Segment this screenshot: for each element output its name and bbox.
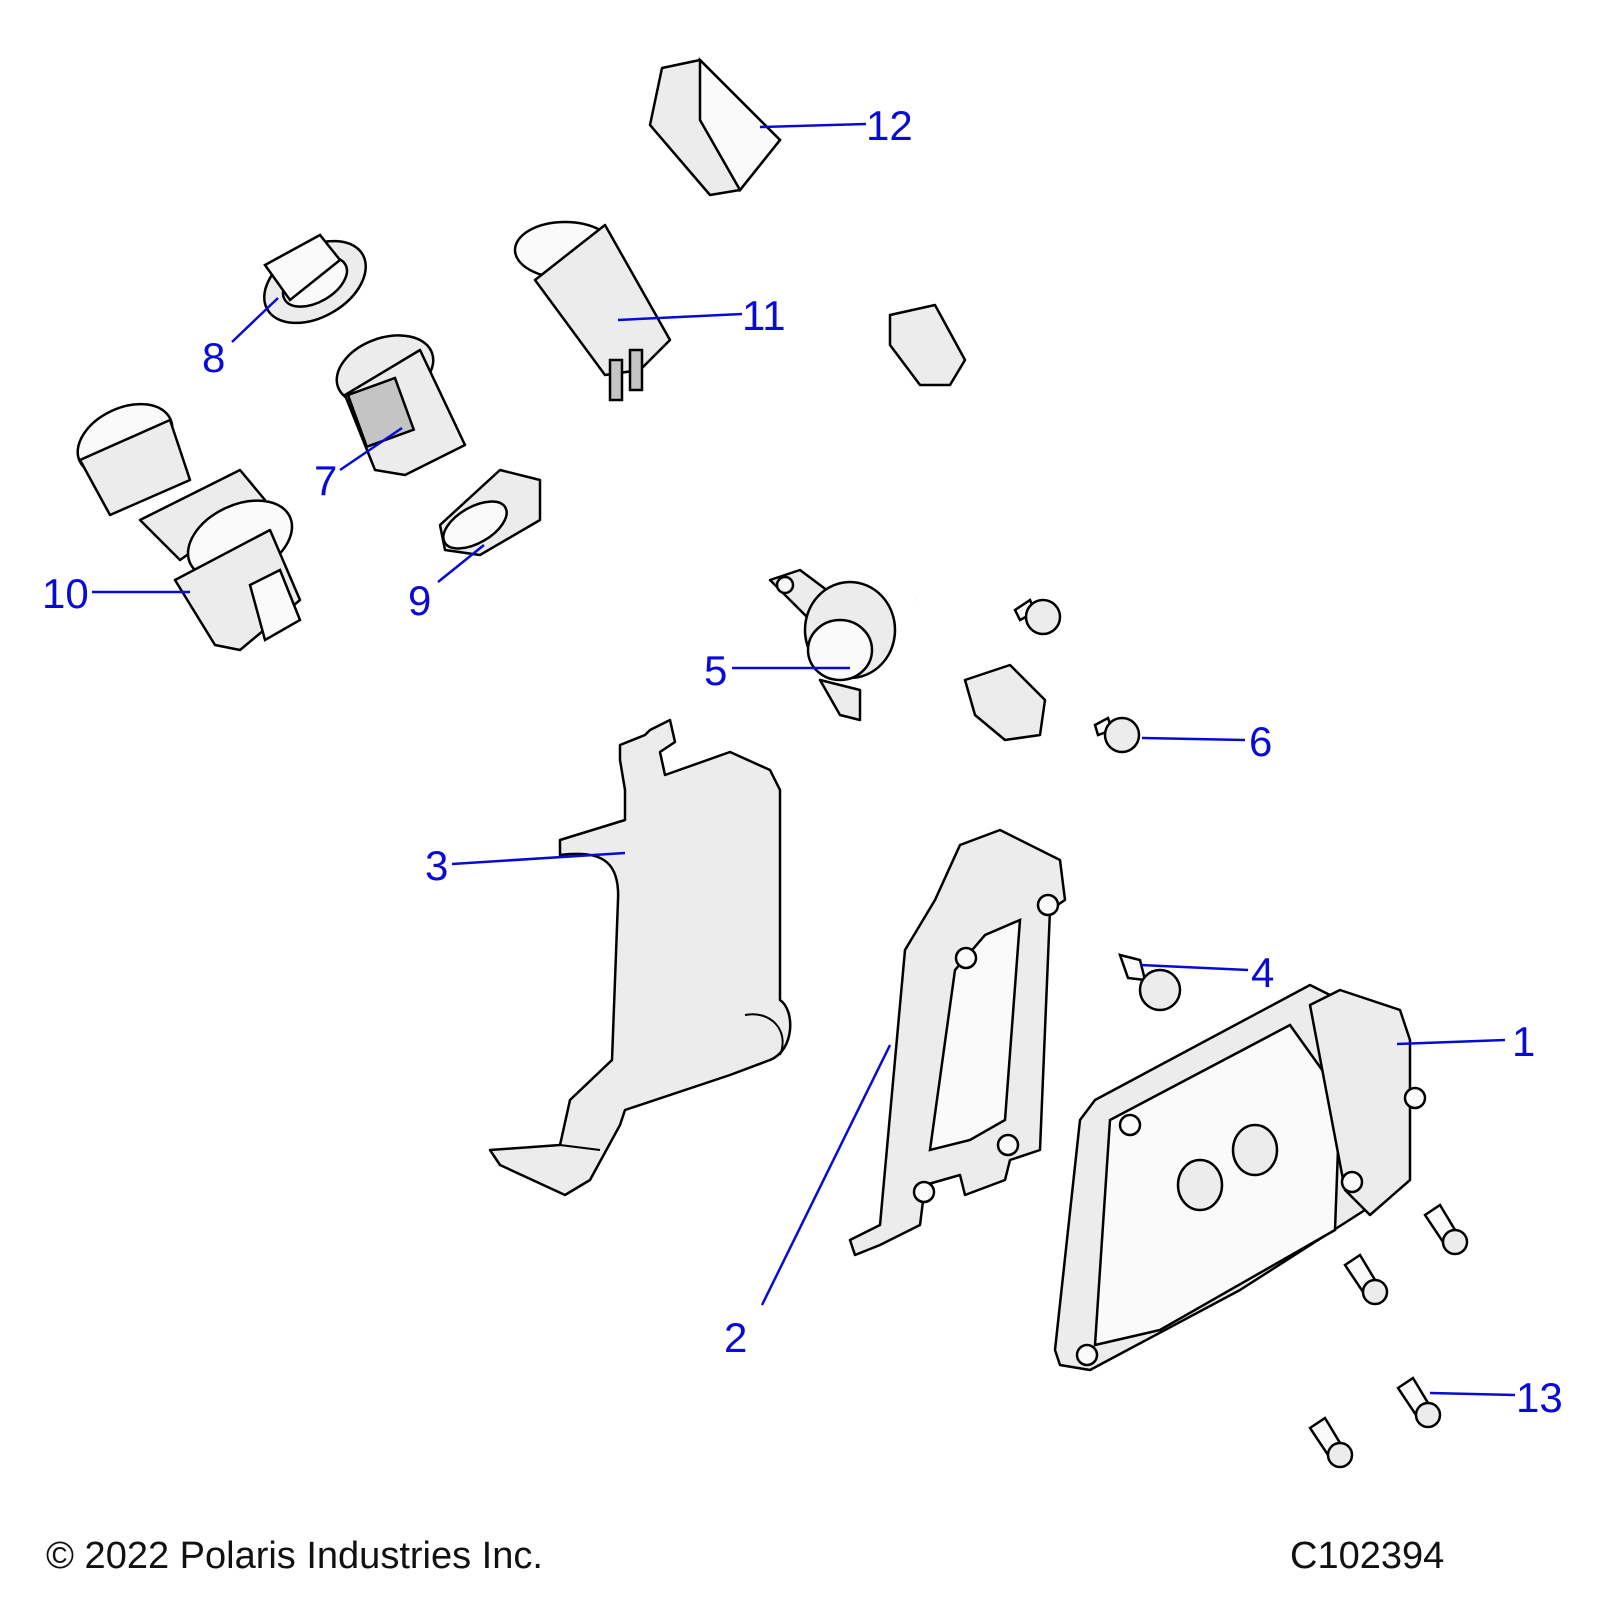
- part-5-sensor: [768, 568, 1047, 742]
- callout-2: 2: [724, 1044, 892, 1361]
- callout-4: 4: [1139, 949, 1274, 996]
- leader-line: [1429, 1391, 1516, 1397]
- callout-5: 5: [704, 647, 850, 694]
- callout-1: 1: [1396, 1018, 1535, 1065]
- callout-label: 13: [1516, 1374, 1563, 1421]
- callout-8: 8: [202, 297, 279, 381]
- callout-11: 11: [617, 292, 786, 339]
- callout-6: 6: [1141, 718, 1272, 765]
- leader-line: [437, 544, 485, 583]
- part-3-cover-panel: [488, 718, 792, 1197]
- copyright-notice: © 2022 Polaris Industries Inc.: [46, 1535, 543, 1577]
- callout-10: 10: [42, 570, 190, 617]
- callout-12: 12: [759, 102, 913, 149]
- callout-label: 12: [866, 102, 913, 149]
- leader-line: [760, 1044, 892, 1306]
- part-11-power-outlet: [513, 220, 672, 402]
- callout-7: 7: [314, 426, 403, 504]
- callout-label: 2: [724, 1314, 747, 1361]
- part-10-ignition-switch: [76, 402, 302, 652]
- part-12-relay-module: [648, 56, 967, 387]
- leader-line: [231, 297, 279, 343]
- callout-label: 3: [425, 842, 448, 889]
- leader-line: [1139, 963, 1249, 972]
- callout-9: 9: [408, 544, 485, 624]
- callout-label: 9: [408, 577, 431, 624]
- callout-label: 11: [742, 292, 786, 339]
- leader-line: [759, 122, 867, 129]
- part-2-bracket: [848, 828, 1067, 1257]
- part-6-screws: [1013, 598, 1141, 754]
- drawing-number: C102394: [1290, 1535, 1445, 1577]
- leader-line: [451, 851, 626, 866]
- callout-label: 1: [1512, 1018, 1535, 1065]
- leader-line: [339, 426, 403, 472]
- part-7-socket: [335, 334, 467, 477]
- part-13-bolts: [1308, 1203, 1469, 1469]
- part-1-ecu: [1053, 983, 1427, 1372]
- callout-13: 13: [1429, 1374, 1563, 1421]
- leader-line: [1141, 736, 1246, 742]
- callout-label: 7: [314, 457, 337, 504]
- callout-label: 4: [1251, 949, 1274, 996]
- part-8-retaining-nut: [263, 233, 367, 325]
- leader-line: [617, 312, 743, 322]
- callout-label: 5: [704, 647, 727, 694]
- callout-label: 6: [1249, 718, 1272, 765]
- callout-label: 10: [42, 570, 89, 617]
- part-4-clip: [1118, 953, 1182, 1012]
- callout-label: 8: [202, 334, 225, 381]
- leader-line: [1396, 1038, 1506, 1046]
- part-9-cap: [438, 468, 542, 557]
- callout-3: 3: [425, 842, 626, 889]
